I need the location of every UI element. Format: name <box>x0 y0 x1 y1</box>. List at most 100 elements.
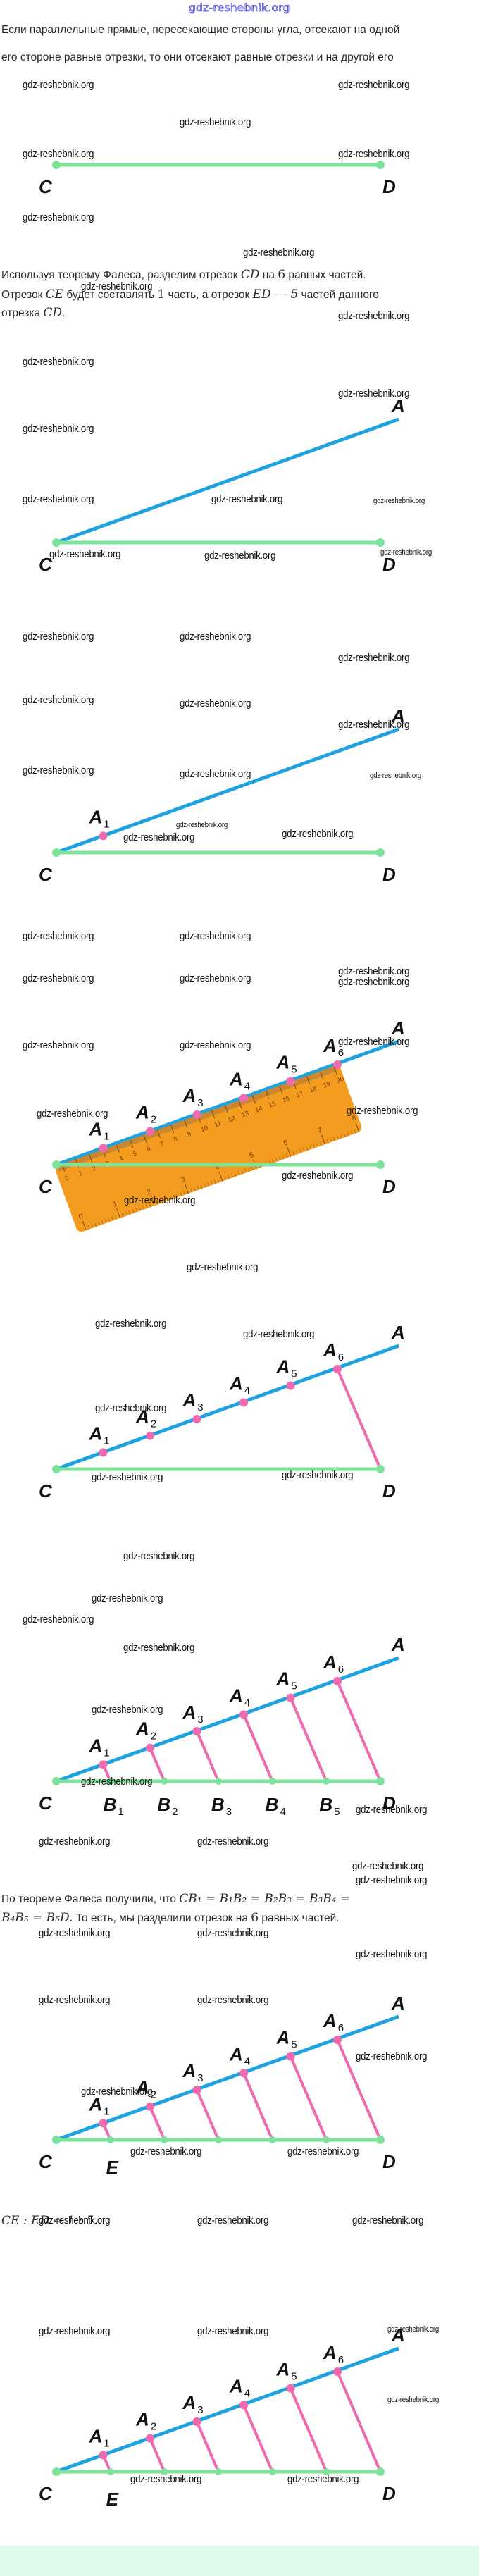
label-A1-sub: 1 <box>104 2105 109 2117</box>
point-A5 <box>286 2052 295 2061</box>
point-C <box>52 2467 61 2476</box>
ruler-tick-label: 1 <box>77 1170 83 1177</box>
watermark: gdz-reshebnik.org <box>356 1874 428 1886</box>
ruler-mm-tick <box>213 1179 216 1184</box>
label-A1-sub: 1 <box>104 1130 109 1142</box>
point-B3 <box>215 2136 222 2143</box>
ruler-mm-tick <box>183 1190 185 1195</box>
label-A4-sub: 4 <box>244 2055 250 2067</box>
point-C <box>52 1465 61 1473</box>
ruler-tick-label: 0 <box>77 1213 84 1221</box>
ruler-tick-label: 15 <box>268 1100 277 1109</box>
intro-line-2: его стороне равные отрезки, то они отсек… <box>1 51 394 63</box>
point-A4 <box>240 1398 248 1407</box>
watermark: gdz-reshebnik.org <box>23 1614 94 1626</box>
ruler-mm-tick <box>139 1206 141 1211</box>
ruler-mm-tick <box>320 1141 322 1146</box>
ruler-tick-label: 13 <box>241 1110 250 1119</box>
ray-CA <box>56 1656 399 1783</box>
ruler-tick <box>116 1144 120 1153</box>
ruler-mm-tick <box>211 1180 213 1185</box>
label-A5-sub: 5 <box>291 1368 297 1380</box>
watermark: gdz-reshebnik.org <box>356 1948 428 1960</box>
point-A6 <box>333 1365 342 1373</box>
text: Отрезок <box>1 289 46 301</box>
point-C <box>52 1160 61 1169</box>
point-D <box>376 2136 385 2144</box>
point-A1 <box>99 1144 108 1153</box>
ruler-mm-tick <box>306 1146 309 1151</box>
math: 6 <box>251 1911 259 1925</box>
point-D <box>376 538 385 547</box>
step2-line-1: По теореме Фалеса получили, что CB₁ = B₁… <box>1 1892 350 1906</box>
watermark: gdz-reshebnik.org <box>338 1036 410 1048</box>
ruler-tick-label: 10 <box>200 1124 209 1133</box>
label-B2-sub: 2 <box>172 1806 178 1818</box>
point-A2 <box>146 2102 154 2111</box>
watermark: gdz-reshebnik.org <box>204 550 276 562</box>
footer-bar <box>0 2546 479 2576</box>
point-D <box>376 161 385 169</box>
watermark: gdz-reshebnik.org <box>338 388 410 400</box>
watermark: gdz-reshebnik.org <box>352 1860 424 1872</box>
label-A5-sub: 5 <box>291 2039 297 2051</box>
ruler-tick <box>251 1095 256 1104</box>
watermark: gdz-reshebnik.org <box>39 1927 111 1939</box>
ruler-mm-tick <box>156 1200 158 1205</box>
watermark: gdz-reshebnik.org <box>197 2215 269 2227</box>
point-B2 <box>161 1778 168 1785</box>
point-D <box>376 1465 385 1473</box>
ruler-tick-label: 1 <box>112 1200 118 1208</box>
label-A1-sub: 1 <box>104 1747 109 1759</box>
watermark: gdz-reshebnik.org <box>124 1194 196 1206</box>
label-D: D <box>382 176 396 197</box>
ruler-mm-tick <box>149 1203 151 1208</box>
point-D <box>376 1160 385 1169</box>
point-A2 <box>146 1743 154 1752</box>
parallel-A3 <box>195 2421 220 2472</box>
label-C: C <box>39 864 53 885</box>
ruler-mm-tick <box>159 1199 161 1203</box>
label-D: D <box>382 2151 396 2172</box>
ruler-tick <box>279 1085 283 1094</box>
ray-CA <box>56 2346 399 2474</box>
site-title[interactable]: gdz-reshebnik.org <box>189 1 290 15</box>
ruler-mm-tick <box>272 1158 274 1163</box>
step1-line-2: Отрезок CE будет составлять 1 часть, а о… <box>1 287 379 302</box>
ruler-mm-tick <box>350 1130 353 1135</box>
point-A1 <box>99 1448 108 1457</box>
text: По теореме Фалеса получили, что <box>1 1893 180 1905</box>
watermark: gdz-reshebnik.org <box>180 116 251 128</box>
point-B3 <box>215 1778 222 1785</box>
ruler-tick <box>89 1154 93 1163</box>
ruler-mm-tick <box>231 1173 233 1178</box>
label-A6-sub: 6 <box>338 2354 344 2366</box>
point-A1 <box>99 2119 108 2128</box>
step2-line-2: B₄B₅ = B₅D. То есть, мы разделили отрезо… <box>1 1911 340 1925</box>
point-D <box>376 1777 385 1785</box>
ruler-tick <box>333 1066 337 1075</box>
label-A: A <box>391 2324 405 2346</box>
text: . <box>62 307 66 319</box>
watermark: gdz-reshebnik.org <box>23 631 94 643</box>
ruler-mm-tick <box>204 1183 206 1188</box>
parallel-A3 <box>195 1730 220 1782</box>
ruler-mm-tick <box>217 1178 220 1183</box>
label-A4-sub: 4 <box>244 2387 250 2399</box>
ruler-mm-tick <box>333 1137 336 1141</box>
point-B2 <box>161 2136 168 2143</box>
watermark: gdz-reshebnik.org <box>387 2325 439 2334</box>
label-A4-sub: 4 <box>244 1385 250 1397</box>
ruler-mm-tick <box>108 1218 111 1222</box>
ruler-tick-label: 20 <box>336 1075 345 1084</box>
label-A5-sub: 5 <box>291 1064 297 1076</box>
ruler-mm-tick <box>244 1168 247 1173</box>
ruler-mm-tick <box>145 1204 148 1208</box>
watermark: gdz-reshebnik.org <box>211 493 283 505</box>
